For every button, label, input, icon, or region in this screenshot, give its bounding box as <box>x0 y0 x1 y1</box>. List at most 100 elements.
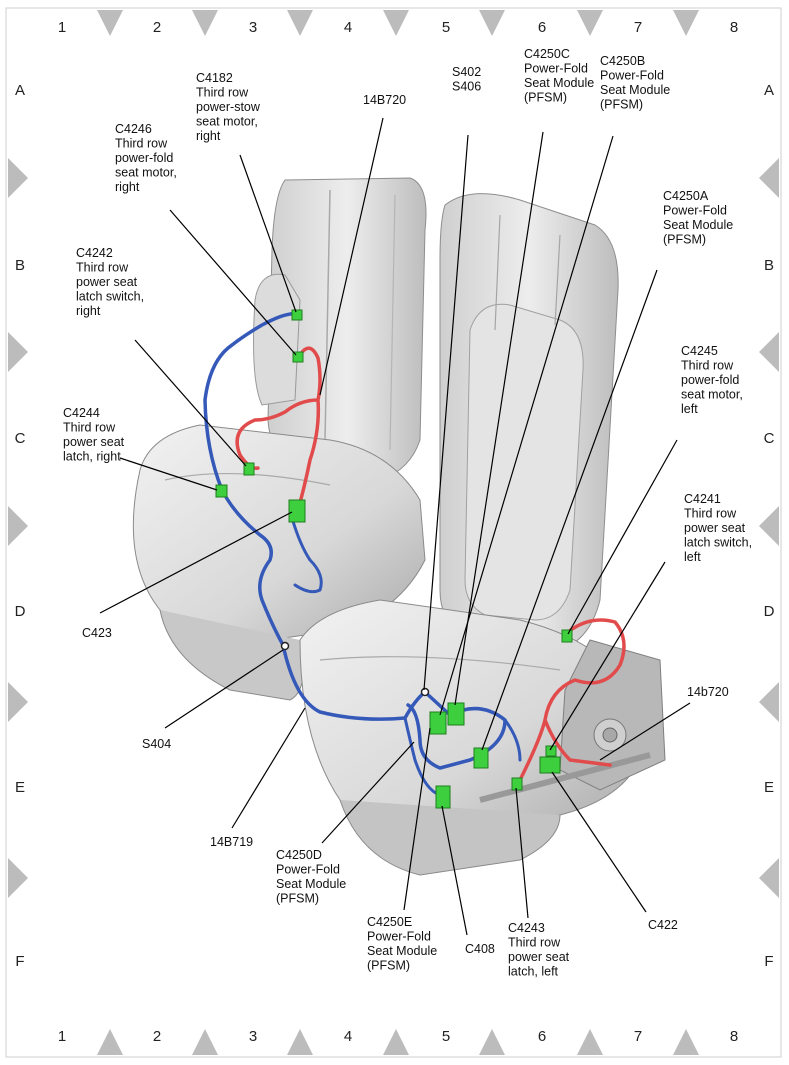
connector-c4242 <box>243 462 255 476</box>
edge-marker-right-3 <box>759 506 779 546</box>
leader-s404 <box>164 649 284 729</box>
leader-c4250d <box>321 741 415 844</box>
callout-c4250a: C4250A Power-Fold Seat Module (PFSM) <box>663 189 737 247</box>
leader-c4250a <box>481 269 658 751</box>
callout-c423: C423 <box>82 626 112 640</box>
leader-c4250e <box>403 727 431 911</box>
grid-row-left-B: B <box>15 257 25 274</box>
connector-c4182 <box>291 309 303 321</box>
callout-labels: C4182 Third row power-stow seat motor, r… <box>63 47 756 979</box>
connector-c4241 <box>545 745 557 757</box>
grid-labels: 1 2 3 4 5 6 7 8 1 2 3 4 5 6 7 8 A B C D … <box>15 19 775 1045</box>
connector-c422 <box>539 756 561 774</box>
mechanism-hub-inner <box>602 727 618 743</box>
leader-c4250b <box>439 135 614 716</box>
grid-row-right-B: B <box>764 257 774 274</box>
callout-c408: C408 <box>465 942 495 956</box>
harness-blue-main <box>203 312 507 770</box>
grid-row-right-A: A <box>764 82 774 99</box>
seat-cushion-left-seam <box>319 656 561 671</box>
leader-14b720-top <box>319 117 384 396</box>
callout-14b720-right: 14b720 <box>687 685 729 699</box>
connector-c4243 <box>511 777 523 791</box>
connectors <box>215 309 573 809</box>
callout-14b719: 14B719 <box>210 835 253 849</box>
edge-marker-top-2 <box>192 10 218 36</box>
edge-marker-top-5 <box>479 10 505 36</box>
grid-col-top-5: 5 <box>442 19 450 36</box>
seatback-left-seam <box>494 214 501 331</box>
callout-c422: C422 <box>648 918 678 932</box>
callout-c4246: C4246 Third row power-fold seat motor, r… <box>115 122 180 194</box>
seatback-left-inner <box>464 303 584 621</box>
grid-row-left-E: E <box>15 779 25 796</box>
seatback-right-seam-2 <box>389 194 396 451</box>
callout-s402-s406: S402 S406 <box>452 65 485 94</box>
edge-marker-right-4 <box>759 682 779 722</box>
harness-blue-branch-2 <box>403 716 442 797</box>
connector-c4245 <box>561 629 573 643</box>
edge-marker-bottom-3 <box>287 1029 313 1055</box>
edge-marker-top-4 <box>383 10 409 36</box>
grid-col-bottom-4: 4 <box>344 1028 352 1045</box>
seat-rail <box>479 752 651 803</box>
leader-14b719 <box>231 707 306 829</box>
grid-row-left-A: A <box>15 82 25 99</box>
connector-c423 <box>288 499 306 523</box>
callout-c4243: C4243 Third row power seat latch, left <box>508 921 573 979</box>
leader-c4250c <box>454 131 544 706</box>
grid-col-bottom-6: 6 <box>538 1028 546 1045</box>
connector-c4250b <box>429 711 447 735</box>
leader-c4242 <box>134 339 247 467</box>
splice-s404 <box>280 641 290 651</box>
callout-c4250b: C4250B Power-Fold Seat Module (PFSM) <box>600 54 674 112</box>
callout-c4182: C4182 Third row power-stow seat motor, r… <box>196 71 263 143</box>
leader-lines <box>99 117 691 936</box>
edge-marker-bottom-2 <box>192 1029 218 1055</box>
leader-c4244 <box>119 457 218 491</box>
callout-c4242: C4242 Third row power seat latch switch,… <box>76 246 148 318</box>
connector-c408 <box>435 785 451 809</box>
seat-cushion-left <box>299 599 641 835</box>
seat-mechanism <box>559 639 666 791</box>
edge-marker-right-5 <box>759 858 779 898</box>
grid-row-right-D: D <box>764 603 775 620</box>
grid-row-right-F: F <box>764 953 773 970</box>
grid-col-top-8: 8 <box>730 19 738 36</box>
edge-marker-left-1 <box>8 158 28 198</box>
leader-s402-s406 <box>423 134 469 691</box>
callout-c4241: C4241 Third row power seat latch switch,… <box>684 492 756 564</box>
edge-marker-bottom-7 <box>673 1029 699 1055</box>
harness-blue-branch-3 <box>503 718 522 762</box>
edge-marker-top-6 <box>577 10 603 36</box>
leader-c408 <box>441 805 468 936</box>
callout-c4245: C4245 Third row power-fold seat motor, l… <box>681 344 746 416</box>
grid-edge-markers <box>8 10 779 1055</box>
splice-s402-s406 <box>420 687 430 697</box>
grid-col-top-7: 7 <box>634 19 642 36</box>
leader-14b720-right <box>599 702 691 761</box>
edge-marker-left-4 <box>8 682 28 722</box>
edge-marker-right-2 <box>759 332 779 372</box>
grid-col-bottom-8: 8 <box>730 1028 738 1045</box>
grid-col-bottom-5: 5 <box>442 1028 450 1045</box>
edge-marker-left-2 <box>8 332 28 372</box>
grid-row-left-D: D <box>15 603 26 620</box>
connector-c4244 <box>215 484 228 498</box>
grid-col-top-6: 6 <box>538 19 546 36</box>
harness-blue-branch-1 <box>290 516 323 594</box>
splices <box>280 641 430 697</box>
edge-marker-left-3 <box>8 506 28 546</box>
callout-c4250e: C4250E Power-Fold Seat Module (PFSM) <box>367 915 441 973</box>
leader-c4182 <box>239 154 297 313</box>
leader-c4246 <box>169 209 297 356</box>
grid-row-right-C: C <box>764 430 775 447</box>
grid-col-top-2: 2 <box>153 19 161 36</box>
callout-14b720-top: 14B720 <box>363 93 406 107</box>
callout-c4244: C4244 Third row power seat latch, right <box>63 406 128 464</box>
harness-red-right <box>235 346 322 512</box>
leader-c4243 <box>515 787 529 919</box>
grid-col-bottom-7: 7 <box>634 1028 642 1045</box>
edge-marker-top-1 <box>97 10 123 36</box>
